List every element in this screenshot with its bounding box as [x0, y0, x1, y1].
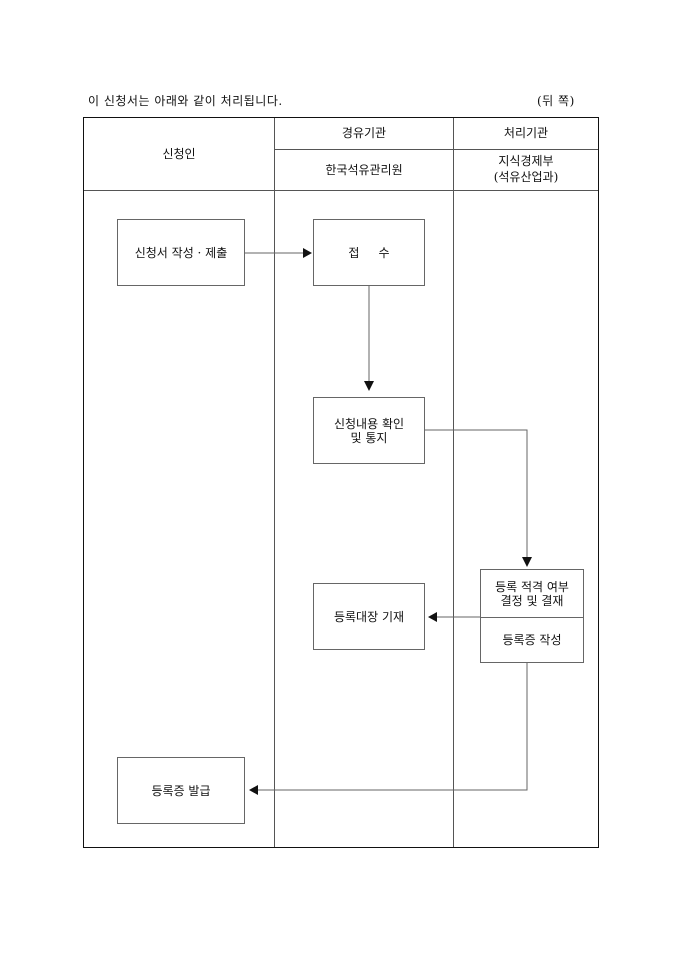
header-processing: 처리기관 [503, 126, 549, 140]
arrowhead-down [522, 557, 532, 567]
arrow-cert-to-issue [258, 663, 528, 791]
arrowhead-down [364, 381, 374, 391]
arrowhead-left [428, 612, 437, 622]
arrowhead-left [249, 785, 258, 795]
step-decide: 등록 적격 여부 결정 및 결재 [481, 570, 583, 618]
header-applicant: 신청인 [162, 147, 196, 161]
step-write-cert-label: 등록증 작성 [502, 633, 562, 647]
column-divider [274, 118, 275, 847]
page-caption: 이 신청서는 아래와 같이 처리됩니다. [88, 94, 283, 108]
step-write-cert: 등록증 작성 [481, 618, 583, 662]
processing-org-line1: 지식경제부 [498, 154, 554, 168]
header-intermediary-org: 한국석유관리원 [325, 163, 403, 177]
arrowhead-right [303, 248, 312, 258]
step-issue: 등록증 발급 [117, 757, 245, 824]
step-receive: 접 수 [313, 219, 425, 286]
flowchart-frame: 신청인 경유기관 한국석유관리원 처리기관 지식경제부 (석유산업과) [83, 117, 599, 848]
header-processing-org: 지식경제부 (석유산업과) [454, 153, 598, 185]
step-decide-line1: 등록 적격 여부 [495, 579, 569, 594]
header-divider [274, 149, 598, 150]
step-confirm-line2: 및 통지 [350, 430, 388, 445]
step-submit-label: 신청서 작성 · 제출 [134, 245, 228, 260]
side-label: (뒤 쪽) [537, 94, 575, 108]
step-register-label: 등록대장 기재 [333, 609, 405, 624]
processing-org-line2: (석유산업과) [493, 170, 559, 184]
header-bottom-line [84, 190, 598, 191]
step-decide-line2: 결정 및 결재 [500, 593, 564, 608]
step-issue-label: 등록증 발급 [151, 783, 211, 798]
column-divider [453, 118, 454, 847]
step-confirm: 신청내용 확인 및 통지 [313, 397, 425, 464]
step-submit: 신청서 작성 · 제출 [117, 219, 245, 286]
step-register: 등록대장 기재 [313, 583, 425, 650]
step-decide-and-write: 등록 적격 여부 결정 및 결재 등록증 작성 [480, 569, 584, 663]
arrow-confirm-to-decide [425, 429, 528, 557]
step-confirm-line1: 신청내용 확인 [333, 416, 405, 431]
step-receive-label: 접 수 [348, 245, 390, 260]
header-intermediary: 경유기관 [341, 126, 387, 140]
